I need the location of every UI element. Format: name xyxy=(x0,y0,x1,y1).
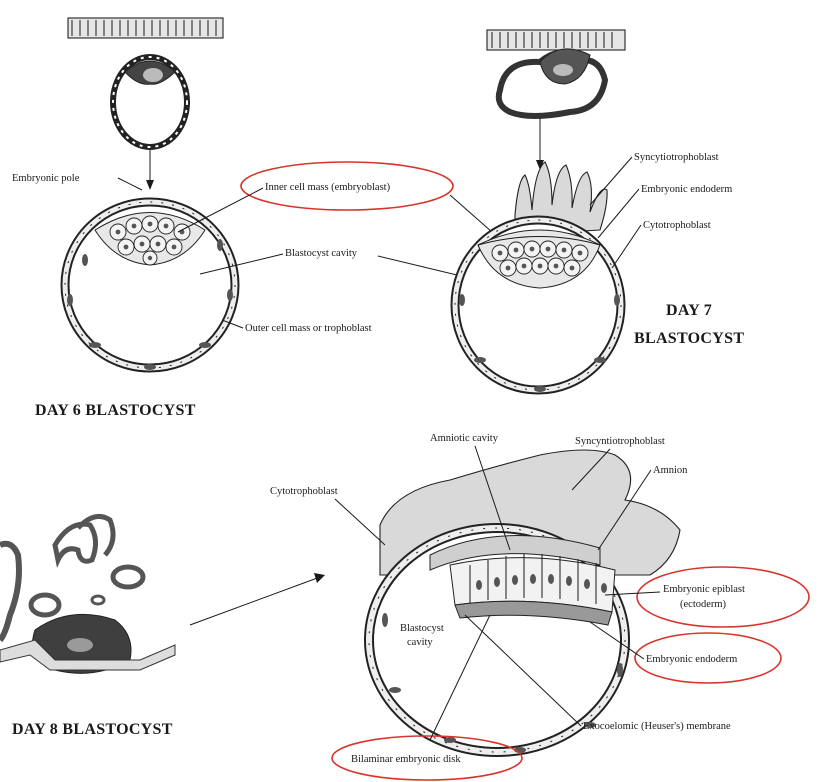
label-syncytiotrophoblast-d7: Syncytiotrophoblast xyxy=(634,152,719,163)
day6-uterine-epithelium xyxy=(68,18,223,38)
label-exocoelomic-membrane: Exocoelomic (Heuser's) membrane xyxy=(583,721,731,732)
label-cytotrophoblast-d8: Cytotrophoblast xyxy=(270,486,338,497)
leader-cytotroph-d7 xyxy=(612,225,641,268)
leader-syncytio-d7 xyxy=(590,157,632,205)
highlight-embryonic-epiblast xyxy=(637,567,809,627)
day6-arrow-head xyxy=(146,180,154,190)
label-inner-cell-mass: Inner cell mass (embryoblast) xyxy=(265,182,391,193)
label-syncytiotrophoblast-d8: Syncyntiotrophoblast xyxy=(575,436,665,447)
leader-cytotroph-d8 xyxy=(335,499,385,545)
label-embryonic-epiblast-1: Embryonic epiblast xyxy=(663,584,745,595)
day7-small-blastocyst xyxy=(499,49,605,116)
day8-arrow xyxy=(190,577,320,625)
day8-endometrium-section xyxy=(0,516,175,673)
day8-arrow-head xyxy=(314,573,325,583)
leader-inner-cell-mass-d7 xyxy=(450,195,492,232)
title-day7-line1: DAY 7 xyxy=(666,302,712,319)
label-embryonic-endoderm-d8: Embryonic endoderm xyxy=(646,654,737,665)
title-day6: DAY 6 BLASTOCYST xyxy=(35,402,196,419)
label-bilaminar-disk: Bilaminar embryonic disk xyxy=(351,754,461,765)
day8-blastocyst xyxy=(369,450,680,753)
label-embryonic-endoderm-d7: Embryonic endoderm xyxy=(641,184,732,195)
label-cytotrophoblast-d7: Cytotrophoblast xyxy=(643,220,711,231)
label-amnion: Amnion xyxy=(653,465,688,476)
label-blastocyst-cavity-d8-1: Blastocyst xyxy=(400,623,444,634)
label-blastocyst-cavity-d8-2: cavity xyxy=(407,637,433,648)
label-embryonic-pole: Embryonic pole xyxy=(12,173,80,184)
day6-blastocyst xyxy=(65,202,235,370)
day7-blastocyst xyxy=(455,162,621,392)
label-outer-cell-mass: Outer cell mass or trophoblast xyxy=(245,323,372,334)
leader-embryonic-pole xyxy=(118,178,142,190)
day7-uterine-epithelium xyxy=(487,30,625,50)
day6-small-blastocyst xyxy=(113,57,187,147)
label-amniotic-cavity: Amniotic cavity xyxy=(430,433,499,444)
title-day7-line2: BLASTOCYST xyxy=(634,330,744,347)
title-day8: DAY 8 BLASTOCYST xyxy=(12,721,173,738)
label-blastocyst-cavity-d6: Blastocyst cavity xyxy=(285,248,358,259)
label-embryonic-epiblast-2: (ectoderm) xyxy=(680,599,727,610)
